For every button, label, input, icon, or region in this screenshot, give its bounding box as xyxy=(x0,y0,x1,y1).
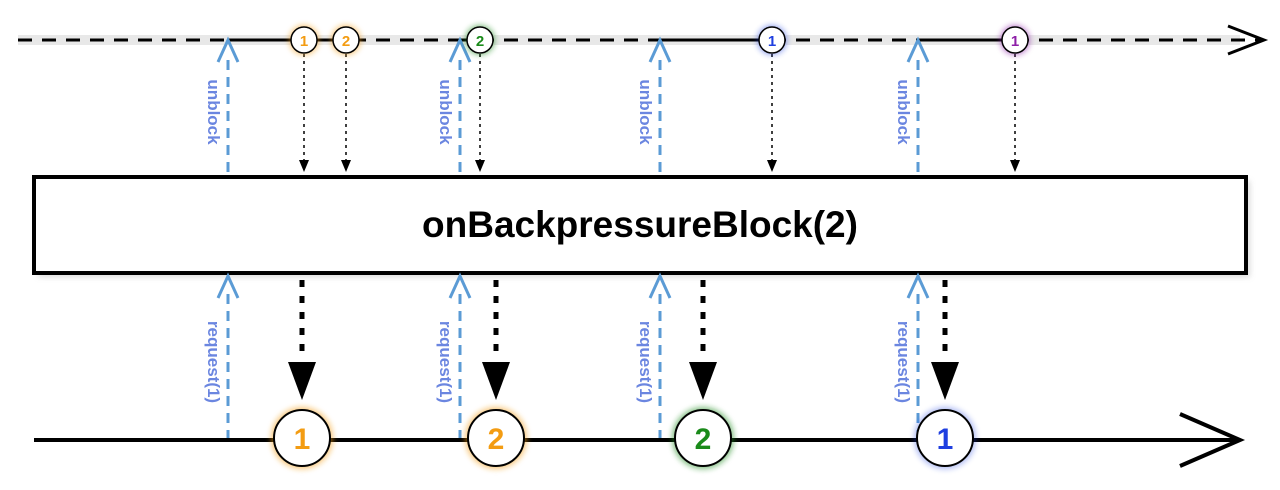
upstream-marble: 1 xyxy=(1000,25,1030,55)
unblock-label: unblock xyxy=(436,79,455,145)
request-label: request(1) xyxy=(894,321,913,403)
upstream-marble: 1 xyxy=(289,25,319,55)
downstream-items: 1 2 2 1 xyxy=(271,407,976,469)
upstream-items: 1 2 2 1 1 xyxy=(289,25,1030,55)
request-label: request(1) xyxy=(636,321,655,403)
downstream-timeline xyxy=(34,412,1246,468)
marble-label: 1 xyxy=(768,33,776,50)
request-signals: request(1) request(1) request(1) request… xyxy=(204,272,930,440)
marble-label: 1 xyxy=(937,423,954,456)
operator-label: onBackpressureBlock(2) xyxy=(422,204,858,245)
upstream-marble: 2 xyxy=(331,25,361,55)
marble-label: 1 xyxy=(300,33,308,50)
emission-arrow xyxy=(931,280,959,400)
upstream-marble: 2 xyxy=(465,25,495,55)
upstream-arrowhead xyxy=(1227,24,1269,56)
unblock-label: unblock xyxy=(204,79,223,145)
downstream-marble: 2 xyxy=(672,407,734,469)
request-arrow: request(1) xyxy=(636,272,672,440)
downstream-marble: 1 xyxy=(914,407,976,469)
downstream-arrowhead xyxy=(1179,412,1246,468)
unblock-arrow: unblock xyxy=(894,36,930,172)
marble-label: 1 xyxy=(1011,33,1019,50)
request-label: request(1) xyxy=(204,321,223,403)
emission-arrows xyxy=(288,280,959,400)
emission-arrow xyxy=(288,280,316,400)
marble-label: 2 xyxy=(695,423,712,456)
request-arrow: request(1) xyxy=(894,272,930,440)
emission-arrow xyxy=(689,280,717,400)
marble-label: 2 xyxy=(488,423,505,456)
request-label: request(1) xyxy=(436,321,455,403)
marble-label: 1 xyxy=(294,423,311,456)
upstream-timeline xyxy=(18,24,1269,56)
marble-label: 2 xyxy=(342,33,350,50)
downstream-marble: 1 xyxy=(271,407,333,469)
unblock-label: unblock xyxy=(894,79,913,145)
unblock-arrow: unblock xyxy=(436,36,472,172)
downstream-marble: 2 xyxy=(465,407,527,469)
request-arrow: request(1) xyxy=(436,272,472,440)
upstream-item-arrows xyxy=(299,54,1020,172)
upstream-marble: 1 xyxy=(757,25,787,55)
unblock-arrow: unblock xyxy=(204,36,240,172)
request-arrow: request(1) xyxy=(204,272,240,440)
unblock-signals: unblock unblock unblock unblock xyxy=(204,36,930,172)
marble-label: 2 xyxy=(476,33,484,50)
unblock-label: unblock xyxy=(636,79,655,145)
unblock-arrow: unblock xyxy=(636,36,672,172)
emission-arrow xyxy=(482,280,510,400)
operator-box: onBackpressureBlock(2) xyxy=(32,175,1250,277)
